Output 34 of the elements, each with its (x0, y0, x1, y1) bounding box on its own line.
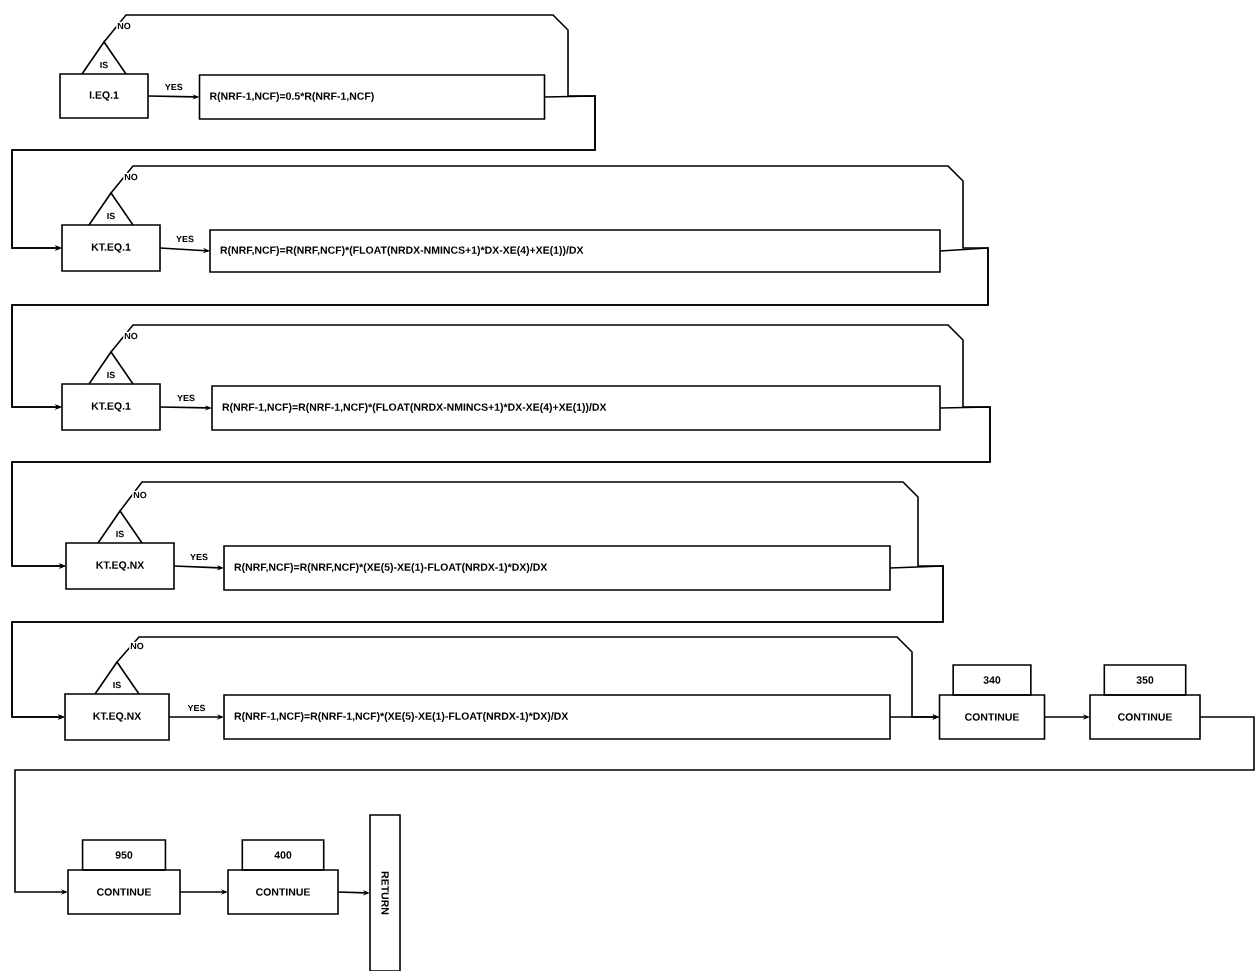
edge-label: NO (123, 331, 139, 341)
decision-box: IS KT.EQ.1 (61, 350, 161, 431)
edge-label: NO (123, 172, 139, 182)
process-box: R(NRF-1,NCF)=R(NRF-1,NCF)*(XE(5)-XE(1)-FLOAT(NRDX-1)*DX)/DX (223, 694, 891, 740)
edge-label: NO (116, 21, 132, 31)
node-label: IS (100, 61, 108, 69)
process-box: R(NRF,NCF)=R(NRF,NCF)*(XE(5)-XE(1)-FLOAT(NRDX-1)*DX)/DX (223, 545, 891, 591)
node-label: 340 (983, 676, 1001, 684)
node-label: IS (107, 212, 115, 220)
decision-box: IS KT.EQ.NX (64, 660, 170, 741)
edge-label: YES (186, 703, 207, 713)
node-label: IS (113, 681, 121, 689)
continue-box: 350 CONTINUE (1089, 664, 1201, 740)
node-label: 350 (1136, 676, 1154, 684)
node-label: 400 (274, 851, 292, 859)
decision-box: IS I.EQ.1 (59, 40, 149, 119)
edge-label: YES (176, 393, 196, 403)
node-label: IS (116, 530, 124, 538)
return-box: RETURN (369, 814, 401, 971)
continue-box: 340 CONTINUE (938, 664, 1046, 740)
edge-label: YES (163, 82, 184, 92)
edge-label: YES (189, 552, 209, 562)
decision-box: IS KT.EQ.NX (65, 509, 175, 590)
edge-label: YES (175, 234, 195, 244)
process-box: R(NRF-1,NCF)=R(NRF-1,NCF)*(FLOAT(NRDX-NMINCS+1)*DX-XE(4)+XE(1))/DX (211, 385, 941, 431)
process-box: R(NRF-1,NCF)=0.5*R(NRF-1,NCF) (198, 74, 546, 120)
edge-label: NO (129, 641, 145, 651)
process-box: R(NRF,NCF)=R(NRF,NCF)*(FLOAT(NRDX-NMINCS+1)*DX-XE(4)+XE(1))/DX (209, 229, 941, 273)
continue-box: 950 CONTINUE (67, 839, 181, 915)
node-label: IS (107, 371, 115, 379)
continue-box: 400 CONTINUE (227, 839, 339, 915)
decision-box: IS KT.EQ.1 (61, 191, 161, 272)
edge-label: NO (132, 490, 148, 500)
node-label: 950 (115, 851, 133, 859)
